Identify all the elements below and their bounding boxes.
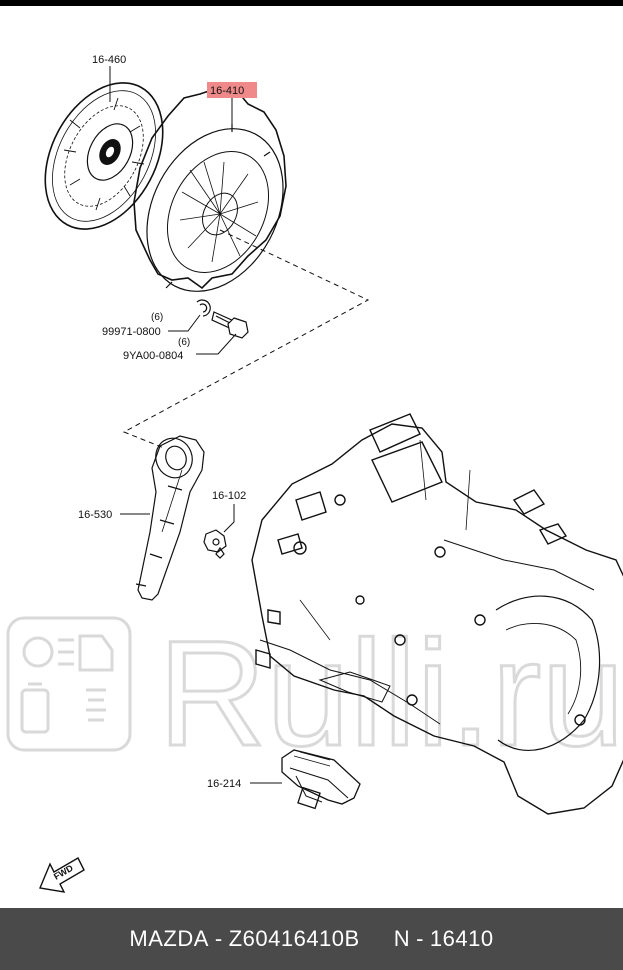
exploded-parts-diagram: Rulli.ru 16-460 16-410 (6) 99971-0800 (6… (6, 54, 623, 893)
fork-pivot-drawing (203, 529, 227, 559)
bolt-leader (196, 333, 237, 355)
pressure-plate-drawing (133, 87, 287, 292)
bolt-drawing (211, 311, 249, 339)
footer-ref-number: 16410 (429, 926, 494, 951)
fwd-arrow-icon: FWD (39, 857, 85, 893)
fork-pivot-leader (223, 504, 235, 533)
pressure-plate-callout: 16-410 (210, 85, 244, 97)
clutch-disc-drawing (44, 82, 164, 230)
clutch-disc-callout: 16-460 (92, 54, 126, 66)
footer-bar: MAZDA - Z60416410B N - 16410 (0, 908, 623, 970)
pressure-plate-callout-highlight (207, 82, 257, 98)
washer-qty: (6) (151, 312, 163, 323)
top-border (0, 0, 623, 6)
washer-drawing (196, 299, 211, 317)
footer-brand: MAZDA (129, 926, 209, 951)
footer-ref-prefix: N (393, 926, 411, 951)
release-fork-callout: 16-530 (78, 509, 112, 521)
washer-leader (168, 314, 201, 332)
watermark-logo-icons (20, 634, 114, 734)
footer-dash-1: - (214, 926, 223, 951)
alignment-dashed-line (122, 229, 370, 449)
mount-callout: 16-214 (207, 778, 241, 790)
washer-callout: 99971-0800 (102, 326, 161, 338)
mount-drawing (281, 749, 361, 810)
watermark-logo-frame (6, 616, 132, 752)
watermark: Rulli.ru (6, 608, 623, 779)
transmission-housing-drawing (251, 413, 623, 815)
watermark-text: Rulli.ru (158, 609, 623, 777)
footer-part-number: Z60416410B (228, 926, 360, 951)
fork-pivot-callout: 16-102 (212, 490, 246, 502)
bolt-callout: 9YA00-0804 (123, 350, 183, 362)
release-fork-drawing (135, 435, 205, 601)
footer-dash-2: - (416, 926, 424, 951)
bolt-qty: (6) (178, 337, 190, 348)
